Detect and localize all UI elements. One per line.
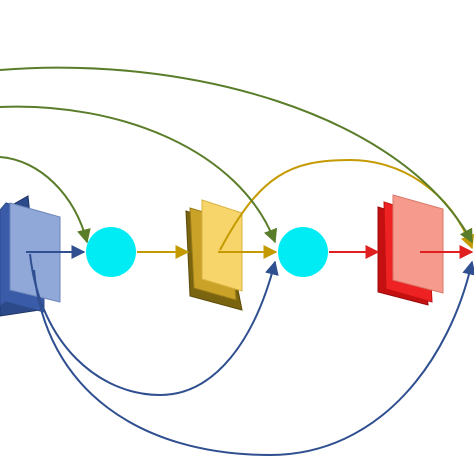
- arrow-blue-skip-to-right: [33, 260, 474, 457]
- arrow-green-skip-to-node-1: [0, 156, 91, 244]
- block-blue: [0, 195, 61, 317]
- block-red: [377, 194, 444, 306]
- arrow-blue-skip-to-node-2: [29, 253, 279, 397]
- node-2: [278, 227, 328, 277]
- node-1: [86, 227, 136, 277]
- arrow-green-skip-to-right: [0, 66, 473, 244]
- block-red-front: [392, 194, 444, 294]
- arrow-green-skip-to-node-2: [0, 105, 278, 244]
- block-gold: [185, 199, 243, 311]
